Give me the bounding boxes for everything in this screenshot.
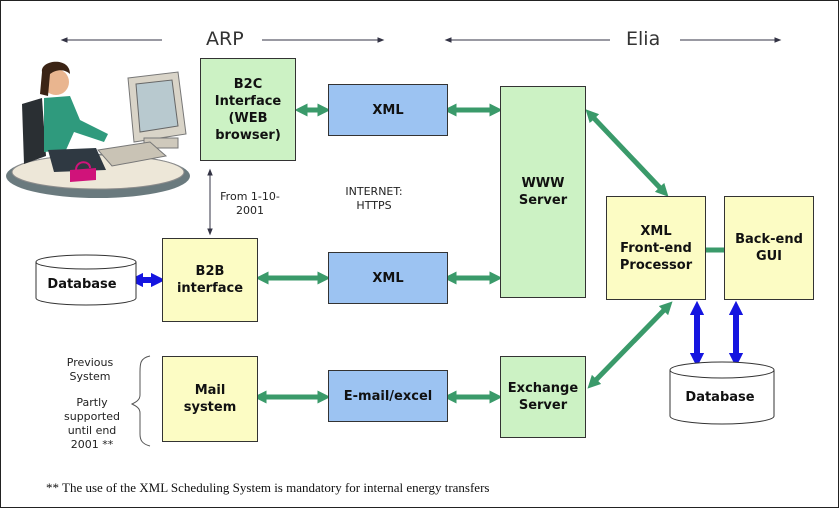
previous-system-note: Previous System	[66, 356, 114, 383]
email-excel-box: E-mail/excel	[328, 370, 448, 422]
database-left-label: Database	[47, 277, 116, 292]
user-computer-illustration	[6, 61, 190, 198]
exchange-server-box: Exchange Server	[500, 356, 586, 438]
xml-frontend-processor-box: XML Front-end Processor	[606, 196, 706, 300]
b2c-interface-box: B2C Interface (WEB browser)	[200, 58, 296, 161]
footnote: ** The use of the XML Scheduling System …	[46, 480, 490, 495]
xml-middle-box: XML	[328, 252, 448, 304]
from-date-note: From 1-10- 2001	[220, 190, 280, 217]
exchange-frontend-arrow	[587, 301, 673, 389]
b2b-interface-box: B2B interface	[162, 238, 258, 322]
backend-gui-box: Back-end GUI	[724, 196, 814, 300]
mail-system-box: Mail system	[162, 356, 258, 442]
xml-top-box: XML	[328, 84, 448, 136]
internet-note: INTERNET: HTTPS	[345, 185, 403, 212]
elia-header: Elia	[626, 28, 661, 50]
arp-header: ARP	[206, 28, 244, 50]
partly-supported-note: Partly supported until end 2001 **	[64, 396, 120, 451]
www-server-box: WWW Server	[500, 86, 586, 298]
database-right: Database	[669, 361, 775, 425]
database-left: Database	[35, 254, 137, 306]
previous-system-bracket	[130, 355, 151, 447]
www-frontend-arrow	[585, 109, 669, 197]
database-right-label: Database	[685, 390, 754, 405]
